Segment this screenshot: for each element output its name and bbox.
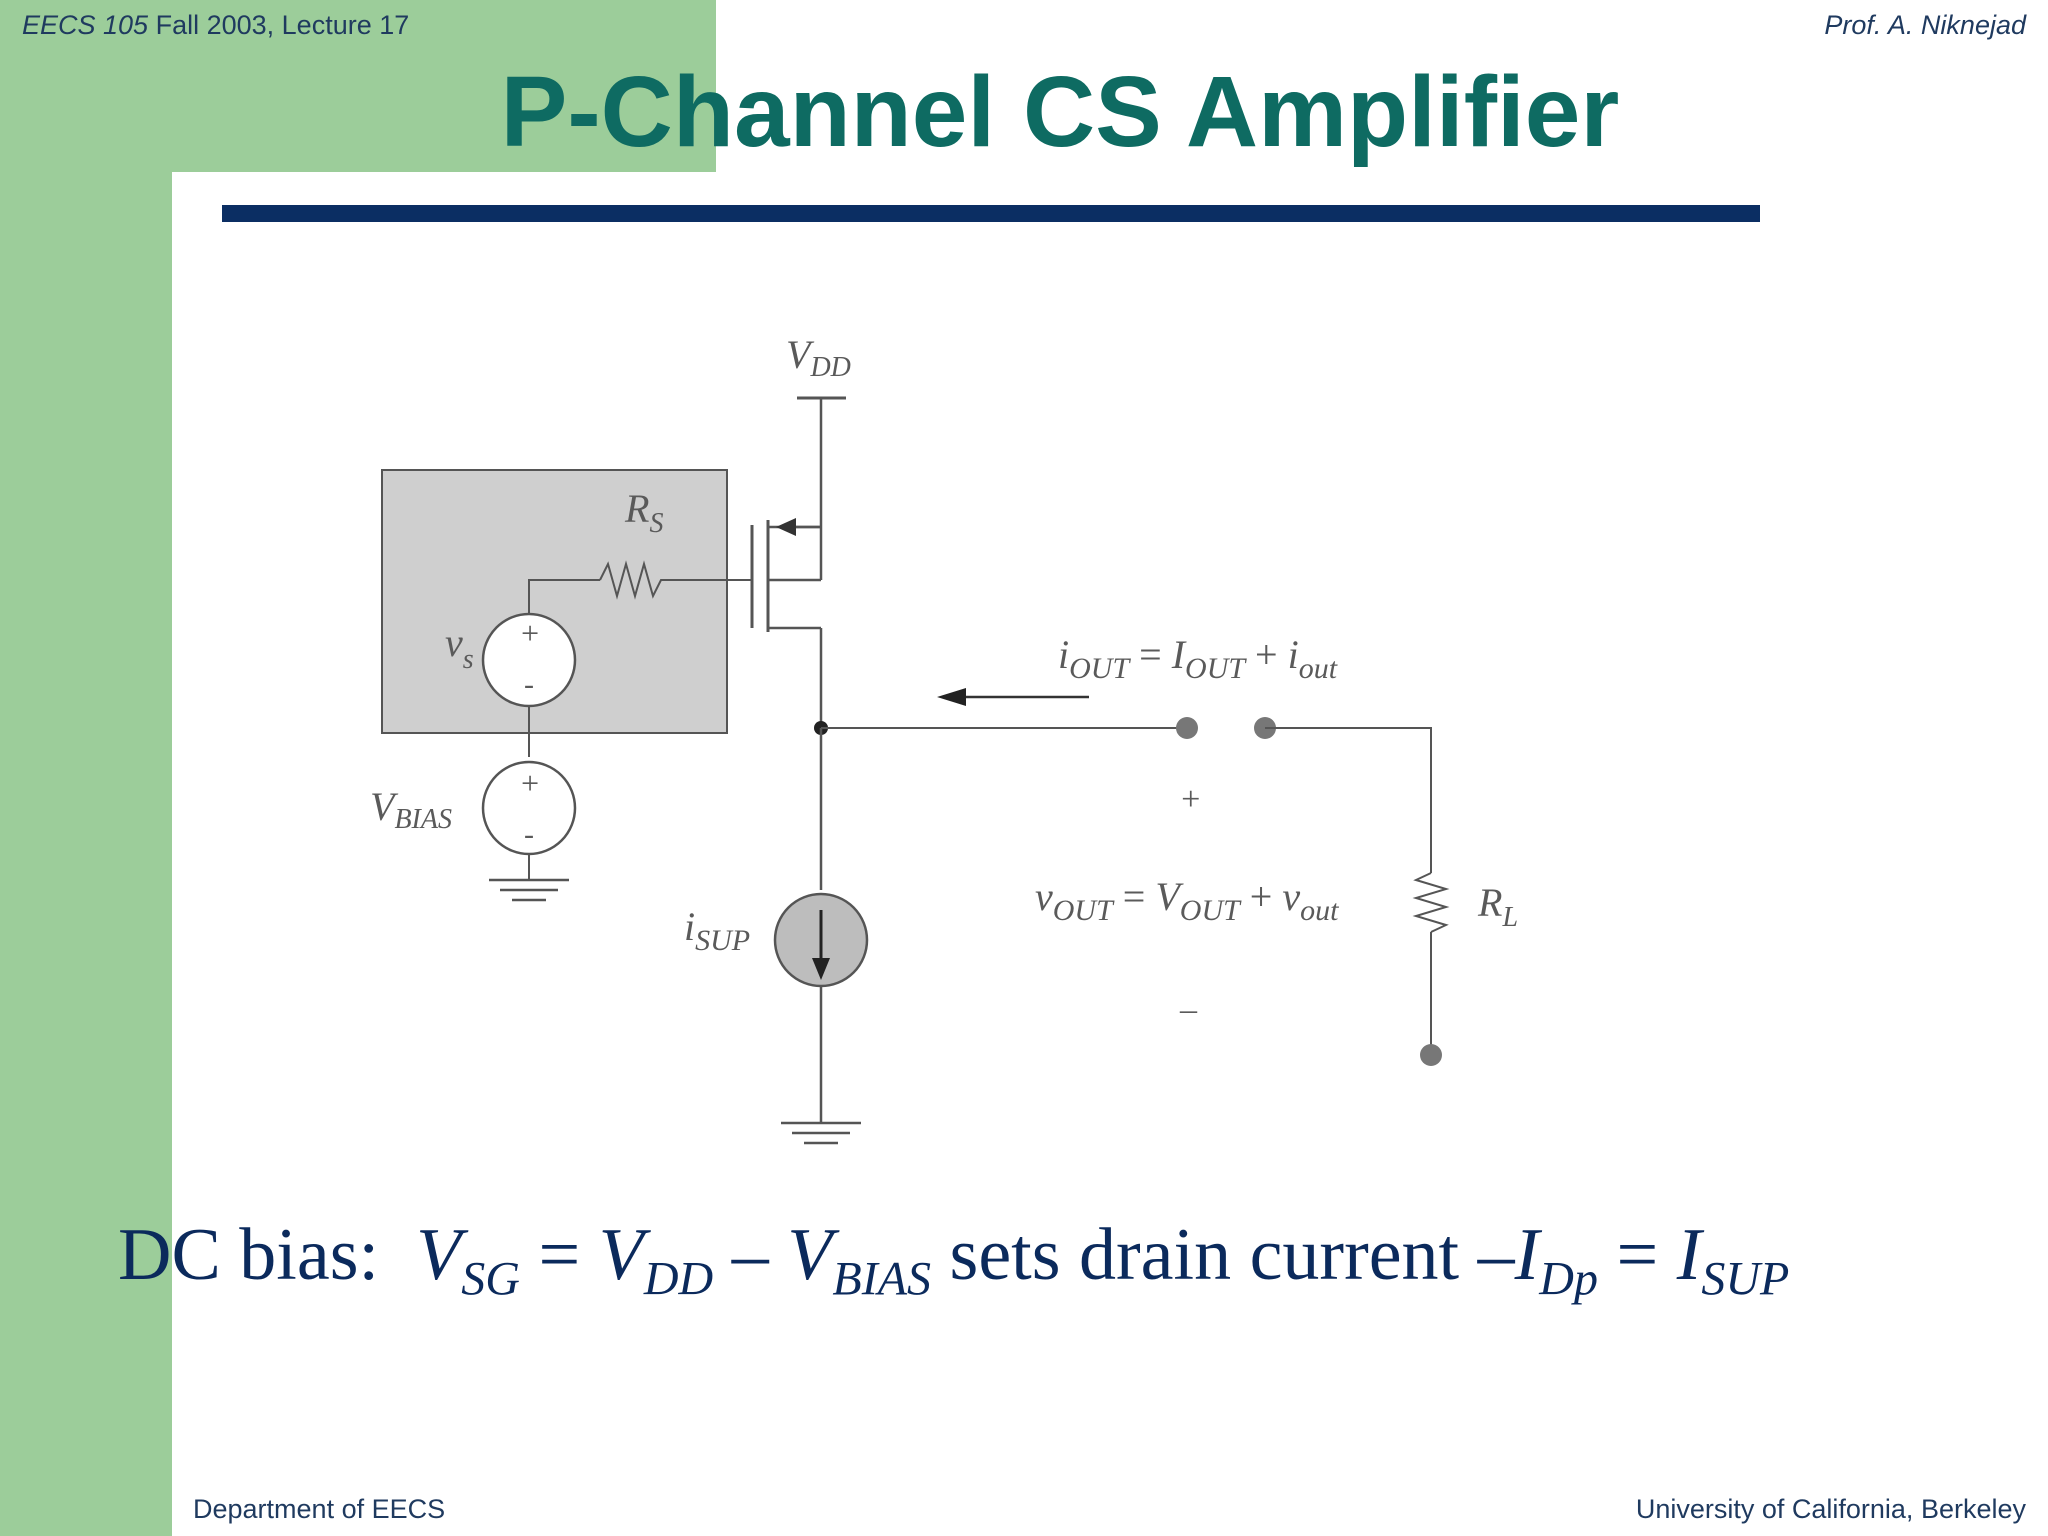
- rl-bottom-terminal: [1420, 1044, 1442, 1066]
- eq-vdd-sub: DD: [643, 1252, 714, 1306]
- isup-label: iSUP: [684, 904, 750, 957]
- vbias-plus: +: [519, 765, 541, 801]
- course-code: EECS 105: [22, 10, 149, 40]
- vs-minus: -: [524, 668, 534, 701]
- eq-id-sub: Dp: [1539, 1252, 1598, 1306]
- vdd-label: VDD: [786, 332, 851, 383]
- vbias-label: VBIAS: [370, 784, 452, 835]
- eq-vbias-sub: BIAS: [832, 1252, 932, 1306]
- title-rule: [222, 205, 1760, 222]
- vbias-minus: -: [524, 818, 534, 851]
- eq-isup-sub: SUP: [1701, 1252, 1790, 1306]
- vout-label: vOUT = VOUT + vout: [1035, 874, 1339, 927]
- eq-vbias: V: [787, 1214, 833, 1296]
- background-white-corner: [172, 172, 292, 292]
- eq-vsg: V: [416, 1214, 462, 1296]
- footer-department: Department of EECS: [193, 1494, 446, 1524]
- vout-plus-sign: +: [1179, 781, 1202, 818]
- header-course: EECS 105 Fall 2003, Lecture 17: [22, 10, 409, 41]
- rs-label: RS: [624, 486, 663, 539]
- iout-label: iOUT = IOUT + iout: [1058, 632, 1338, 685]
- dc-bias-equation: DC bias: VSG = VDD – VBIAS sets drain cu…: [118, 1218, 1789, 1303]
- footer-university: University of California, Berkeley: [1635, 1494, 2026, 1524]
- eq-isup: I: [1676, 1214, 1702, 1296]
- eq-mid-text: sets drain current –: [931, 1214, 1515, 1296]
- eq-id: I: [1514, 1214, 1540, 1296]
- course-term: Fall 2003, Lecture 17: [155, 10, 410, 40]
- output-terminal-left: [1176, 717, 1198, 739]
- rl-resistor: [1412, 872, 1450, 933]
- rl-top-wire: [1265, 727, 1432, 873]
- pmos-arrow-head: [776, 518, 796, 536]
- eq-equals-2: =: [1597, 1214, 1677, 1296]
- eq-equals-1: =: [519, 1214, 599, 1296]
- isup-arrow-head: [812, 958, 830, 980]
- eq-minus: –: [713, 1214, 788, 1296]
- background-green-left: [0, 0, 172, 1536]
- vs-plus: +: [519, 615, 541, 651]
- background-white-top-right: [716, 0, 2048, 172]
- background-white-panel: [172, 232, 2048, 1536]
- slide-title: P-Channel CS Amplifier: [500, 56, 1620, 168]
- rs-resistor: [599, 560, 668, 600]
- background-white-strip: [232, 172, 2048, 232]
- eq-vdd: V: [598, 1214, 644, 1296]
- eq-vsg-sub: SG: [461, 1252, 520, 1306]
- vout-minus-sign: –: [1179, 991, 1198, 1028]
- iout-arrow-head: [937, 688, 966, 706]
- header-author: Prof. A. Niknejad: [1824, 10, 2026, 40]
- vs-label: vs: [445, 620, 474, 675]
- rs-left-wire: [528, 579, 600, 615]
- eq-prefix: DC bias:: [118, 1214, 380, 1296]
- rl-label: RL: [1477, 880, 1518, 933]
